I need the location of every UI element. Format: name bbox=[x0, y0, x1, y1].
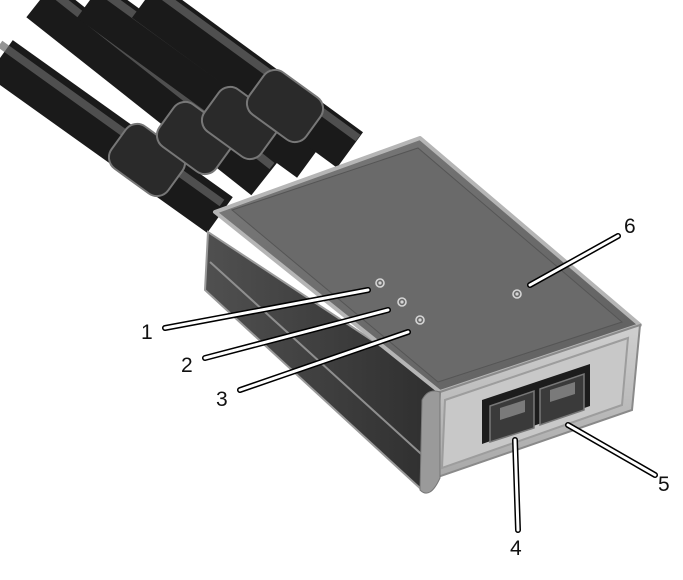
led-indicators bbox=[375, 278, 522, 325]
port-right-latch bbox=[550, 382, 575, 402]
cable-bundle bbox=[0, 0, 363, 233]
cable-4 bbox=[132, 0, 363, 168]
strain-relief-4 bbox=[245, 68, 325, 144]
cable-4-highlight bbox=[161, 0, 361, 142]
callout-label-6: 6 bbox=[624, 215, 636, 238]
callout-label-4: 4 bbox=[510, 537, 522, 560]
leader-line-1 bbox=[162, 287, 371, 331]
led-indicator-icon bbox=[375, 278, 385, 288]
cable-1 bbox=[0, 40, 233, 233]
leader-line-4 bbox=[512, 437, 521, 533]
led-indicator-icon bbox=[397, 297, 407, 307]
cable-1-highlight bbox=[0, 40, 225, 207]
callout-label-2: 2 bbox=[181, 354, 193, 377]
housing-top-inner bbox=[230, 147, 624, 383]
callout-label-5: 5 bbox=[658, 473, 670, 496]
leader-line-2 bbox=[202, 307, 391, 361]
led-indicator-icon bbox=[512, 289, 522, 299]
dual-port bbox=[482, 364, 590, 444]
led-indicator-icon bbox=[415, 315, 425, 325]
housing-corner-edge bbox=[419, 390, 441, 494]
leader-line-3 bbox=[237, 329, 411, 393]
port-left-latch bbox=[500, 400, 525, 420]
callout-label-3: 3 bbox=[216, 388, 228, 411]
leader-line-5 bbox=[565, 422, 658, 478]
leader-lines bbox=[162, 233, 658, 533]
leader-line-6 bbox=[527, 233, 621, 288]
callout-label-1: 1 bbox=[141, 321, 153, 344]
